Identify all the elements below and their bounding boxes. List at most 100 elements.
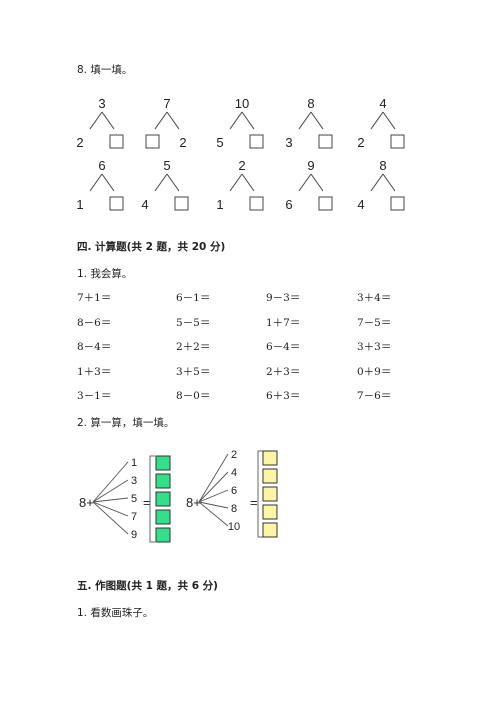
equation: 0＋9＝	[357, 365, 392, 378]
equation: 1＋3＝	[77, 365, 112, 378]
bond-branch-left	[154, 173, 168, 192]
q1-title: 1. 我会算。	[77, 268, 133, 280]
section5-title: 五. 作图题(共 1 题，共 6 分)	[77, 580, 218, 592]
bond-total: 6	[98, 158, 105, 173]
bond-branch-left	[229, 111, 243, 130]
bond-branch-right	[166, 111, 180, 130]
bond-total: 10	[235, 96, 249, 111]
fan-addend: 8	[231, 503, 237, 515]
fan-line	[198, 471, 229, 503]
fan-addend: 3	[131, 475, 137, 487]
bond-branch-right	[101, 173, 115, 192]
number-bond: 72	[145, 96, 187, 150]
bond-total: 9	[307, 158, 314, 173]
number-bond: 32	[76, 96, 124, 150]
bond-part-left: 2	[76, 135, 83, 150]
fan-answer-box[interactable]	[155, 455, 171, 471]
addition-fan: 8+ 2 4 6 8 10 =	[186, 449, 278, 538]
fan-line	[92, 497, 129, 503]
bond-branch-right	[310, 111, 324, 130]
equation: 3－1＝	[77, 390, 112, 402]
bond-answer-box-right[interactable]	[390, 134, 405, 149]
q8-title: 8. 填一填。	[77, 64, 133, 76]
fan-answer-box[interactable]	[155, 509, 171, 525]
fan-equals: =	[250, 495, 258, 510]
bond-part-left: 4	[141, 197, 148, 212]
fan-addend: 7	[131, 511, 137, 523]
fan-addend: 10	[228, 521, 240, 533]
fan-addend: 4	[231, 467, 237, 479]
bond-answer-box-right[interactable]	[109, 196, 124, 211]
number-bond: 61	[76, 158, 124, 212]
fan-line	[198, 501, 229, 527]
fan-base: 8+	[186, 495, 201, 510]
fan-answer-box[interactable]	[262, 522, 278, 538]
bond-part-left: 6	[285, 197, 292, 212]
fan-line	[198, 453, 229, 503]
bond-branch-right	[241, 173, 255, 192]
number-bond: 21	[216, 158, 264, 212]
bond-answer-box-right[interactable]	[390, 196, 405, 211]
fan-addend: 6	[231, 485, 237, 497]
bond-branch-left	[229, 173, 243, 192]
fan-addend: 5	[131, 493, 137, 505]
number-bond: 54	[141, 158, 189, 212]
fan-line	[92, 501, 129, 535]
fan-line	[92, 501, 129, 517]
equation: 8－4＝	[77, 341, 112, 353]
section5-q1-title: 1. 看数画珠子。	[77, 607, 154, 619]
bond-answer-box-right[interactable]	[249, 196, 264, 211]
equation: 6＋3＝	[266, 390, 301, 402]
bond-part-left: 5	[216, 135, 223, 150]
equation: 9－3＝	[266, 292, 301, 304]
bond-answer-box-right[interactable]	[174, 196, 189, 211]
fan-answer-box[interactable]	[155, 491, 171, 507]
q2-title: 2. 算一算，填一填。	[77, 417, 175, 429]
fan-addend: 9	[131, 529, 137, 541]
bond-branch-left	[370, 173, 384, 192]
bond-answer-box-right[interactable]	[249, 134, 264, 149]
number-bond: 83	[285, 96, 333, 150]
equation: 8－6＝	[77, 316, 112, 329]
bond-total: 4	[379, 96, 386, 111]
fan-base: 8+	[79, 495, 94, 510]
fan-answer-box[interactable]	[155, 527, 171, 543]
equation: 2＋2＝	[176, 341, 211, 353]
number-bond: 42	[357, 96, 405, 150]
bond-part-right: 2	[179, 135, 186, 150]
bond-answer-box-right[interactable]	[318, 196, 333, 211]
equation: 8－0＝	[176, 390, 211, 402]
fan-addend: 2	[231, 449, 237, 461]
fan-bracket	[149, 455, 155, 543]
bond-total: 2	[238, 158, 245, 173]
bond-answer-box-right[interactable]	[318, 134, 333, 149]
fan-line	[198, 489, 229, 503]
bond-part-left: 1	[216, 197, 223, 212]
bond-part-left: 4	[357, 197, 364, 212]
fan-answer-box[interactable]	[262, 486, 278, 502]
fan-answer-box[interactable]	[262, 450, 278, 466]
equation: 3＋5＝	[176, 365, 211, 378]
fan-answer-box[interactable]	[262, 468, 278, 484]
bond-answer-box-right[interactable]	[109, 134, 124, 149]
equation: 7－6＝	[357, 390, 392, 402]
number-bond: 84	[357, 158, 405, 212]
fan-line	[92, 479, 129, 503]
equation: 7＋1＝	[77, 292, 112, 304]
bond-branch-right	[310, 173, 324, 192]
bond-branch-left	[370, 111, 384, 130]
bond-total: 8	[307, 96, 314, 111]
fan-answer-box[interactable]	[155, 473, 171, 489]
equation: 3＋3＝	[357, 341, 392, 353]
bond-answer-box-left[interactable]	[145, 134, 160, 149]
bond-branch-right	[241, 111, 255, 130]
bond-total: 5	[163, 158, 170, 173]
equation: 2＋3＝	[266, 365, 301, 378]
bond-total: 3	[98, 96, 105, 111]
equation: 6－1＝	[176, 292, 211, 304]
fan-answer-box[interactable]	[262, 504, 278, 520]
bond-part-left: 2	[357, 135, 364, 150]
